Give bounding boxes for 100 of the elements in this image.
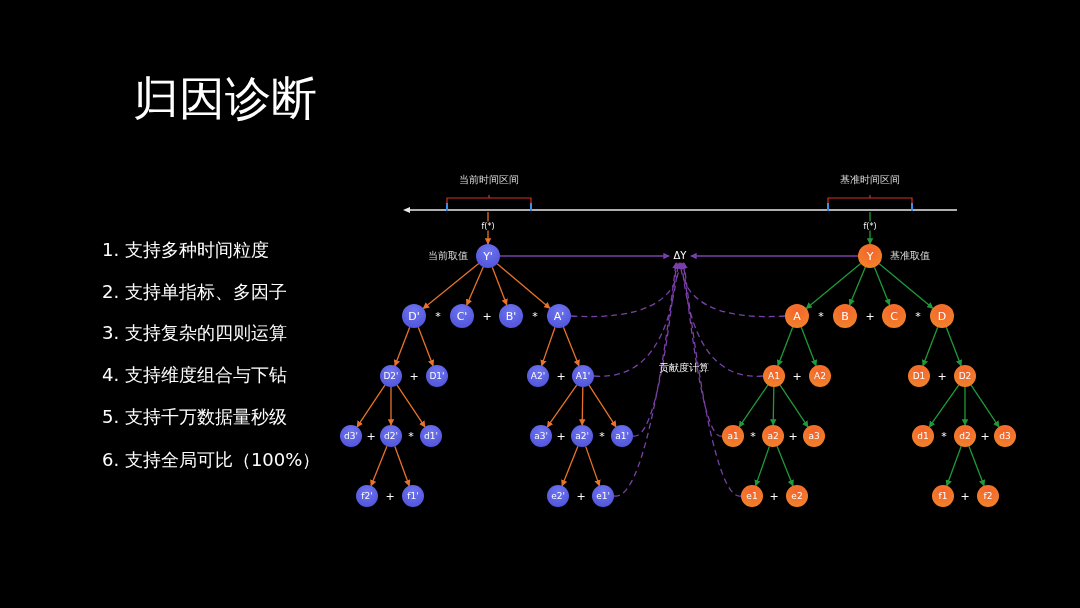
connector-arrow bbox=[570, 262, 683, 318]
feature-list-item: 1. 支持多种时间粒度 bbox=[102, 238, 269, 262]
connector-arrow bbox=[921, 326, 939, 367]
variable-circle: D bbox=[930, 304, 954, 328]
variable-circle: A bbox=[785, 304, 809, 328]
connector-arrow bbox=[579, 386, 586, 426]
variable-circle: a2 bbox=[762, 425, 784, 447]
connector-arrow bbox=[417, 326, 435, 367]
value-caption: 基准取值 bbox=[890, 249, 930, 263]
variable-circle: f1 bbox=[932, 485, 954, 507]
connector-arrow bbox=[805, 262, 862, 310]
connector-arrow bbox=[945, 326, 963, 367]
connector-arrow bbox=[540, 326, 556, 367]
bracket-label: 当前时间区间 bbox=[458, 173, 520, 187]
connector-arrow bbox=[681, 262, 742, 497]
operator-symbol: * bbox=[941, 429, 947, 443]
operator-symbol: * bbox=[915, 309, 921, 323]
connector-arrow bbox=[679, 262, 764, 377]
connector-arrow bbox=[396, 384, 426, 428]
operator-symbol: + bbox=[769, 489, 779, 503]
variable-circle: A' bbox=[547, 304, 571, 328]
feature-list-item: 4. 支持维度组合与下钻 bbox=[102, 363, 287, 387]
operator-symbol: * bbox=[532, 309, 538, 323]
variable-circle: C' bbox=[450, 304, 474, 328]
feature-list-item: 6. 支持全局可比（100%） bbox=[102, 448, 321, 472]
variable-circle: d1' bbox=[420, 425, 442, 447]
variable-circle: a1 bbox=[722, 425, 744, 447]
connector-arrow bbox=[484, 211, 492, 245]
connector-arrow bbox=[394, 445, 411, 487]
connector-arrow bbox=[873, 266, 891, 306]
connector-arrow bbox=[776, 445, 794, 487]
connector-arrow bbox=[393, 326, 411, 367]
operator-symbol: * bbox=[408, 429, 414, 443]
operator-symbol: + bbox=[576, 489, 586, 503]
variable-circle: B' bbox=[499, 304, 523, 328]
variable-circle: d2' bbox=[380, 425, 402, 447]
variable-circle: D' bbox=[402, 304, 426, 328]
bracket-label: 基准时间区间 bbox=[839, 173, 901, 187]
slide-title: 归因诊断 bbox=[133, 70, 317, 127]
connector-arrow bbox=[588, 384, 617, 428]
connector-arrow bbox=[970, 384, 1000, 428]
variable-circle: Y bbox=[858, 244, 882, 268]
variable-circle: e2 bbox=[786, 485, 808, 507]
connector-arrow bbox=[387, 386, 395, 426]
connector-arrow bbox=[356, 384, 386, 428]
variable-circle: a1' bbox=[611, 425, 633, 447]
connector-arrow bbox=[779, 384, 809, 428]
operator-symbol: * bbox=[818, 309, 824, 323]
variable-circle: A2 bbox=[809, 365, 831, 387]
variable-circle: a3 bbox=[803, 425, 825, 447]
connector-arrow bbox=[562, 326, 580, 367]
variable-circle: d3 bbox=[994, 425, 1016, 447]
connector-arrow bbox=[738, 384, 769, 428]
operator-symbol: + bbox=[960, 489, 970, 503]
connector-arrow bbox=[677, 262, 786, 318]
variable-circle: D2' bbox=[380, 365, 402, 387]
feature-list-item: 2. 支持单指标、多因子 bbox=[102, 280, 287, 304]
operator-symbol: + bbox=[792, 369, 802, 383]
connector-arrow bbox=[466, 266, 484, 306]
operator-symbol: + bbox=[366, 429, 376, 443]
variable-circle: D1 bbox=[908, 365, 930, 387]
connector-arrow bbox=[561, 445, 579, 487]
variable-circle: a3' bbox=[530, 425, 552, 447]
variable-circle: A2' bbox=[527, 365, 549, 387]
connector-arrow bbox=[491, 266, 508, 306]
feature-list-item: 3. 支持复杂的四则运算 bbox=[102, 321, 287, 345]
connector-arrow bbox=[496, 263, 551, 309]
delta-label: ΔY bbox=[672, 249, 688, 263]
operator-symbol: + bbox=[556, 429, 566, 443]
variable-circle: d3' bbox=[340, 425, 362, 447]
variable-circle: f1' bbox=[402, 485, 424, 507]
edge-label: f(*) bbox=[862, 221, 878, 231]
connector-arrow bbox=[770, 386, 777, 426]
variable-circle: e2' bbox=[547, 485, 569, 507]
connector-arrow bbox=[546, 384, 578, 428]
connector-arrow bbox=[422, 262, 480, 310]
operator-symbol: + bbox=[482, 309, 492, 323]
variable-circle: C bbox=[882, 304, 906, 328]
connector-arrow bbox=[754, 445, 770, 487]
operator-symbol: + bbox=[937, 369, 947, 383]
variable-circle: e1' bbox=[592, 485, 614, 507]
connector-arrow bbox=[945, 445, 962, 487]
variable-circle: B bbox=[833, 304, 857, 328]
connector-arrow bbox=[928, 384, 960, 428]
operator-symbol: * bbox=[435, 309, 441, 323]
variable-circle: D1' bbox=[426, 365, 448, 387]
operator-symbol: + bbox=[385, 489, 395, 503]
variable-circle: f2' bbox=[356, 485, 378, 507]
connector-arrow bbox=[499, 252, 670, 260]
variable-circle: A1' bbox=[572, 365, 594, 387]
edge-label: f(*) bbox=[480, 221, 496, 231]
connector-arrow bbox=[866, 211, 874, 245]
variable-circle: D2 bbox=[954, 365, 976, 387]
connector-arrow bbox=[968, 445, 986, 487]
connector-arrow bbox=[961, 386, 969, 426]
connector-arrow bbox=[800, 326, 818, 367]
operator-symbol: + bbox=[980, 429, 990, 443]
connector-arrow bbox=[632, 262, 680, 437]
connector-arrow bbox=[878, 263, 934, 309]
value-caption: 当前取值 bbox=[428, 249, 468, 263]
